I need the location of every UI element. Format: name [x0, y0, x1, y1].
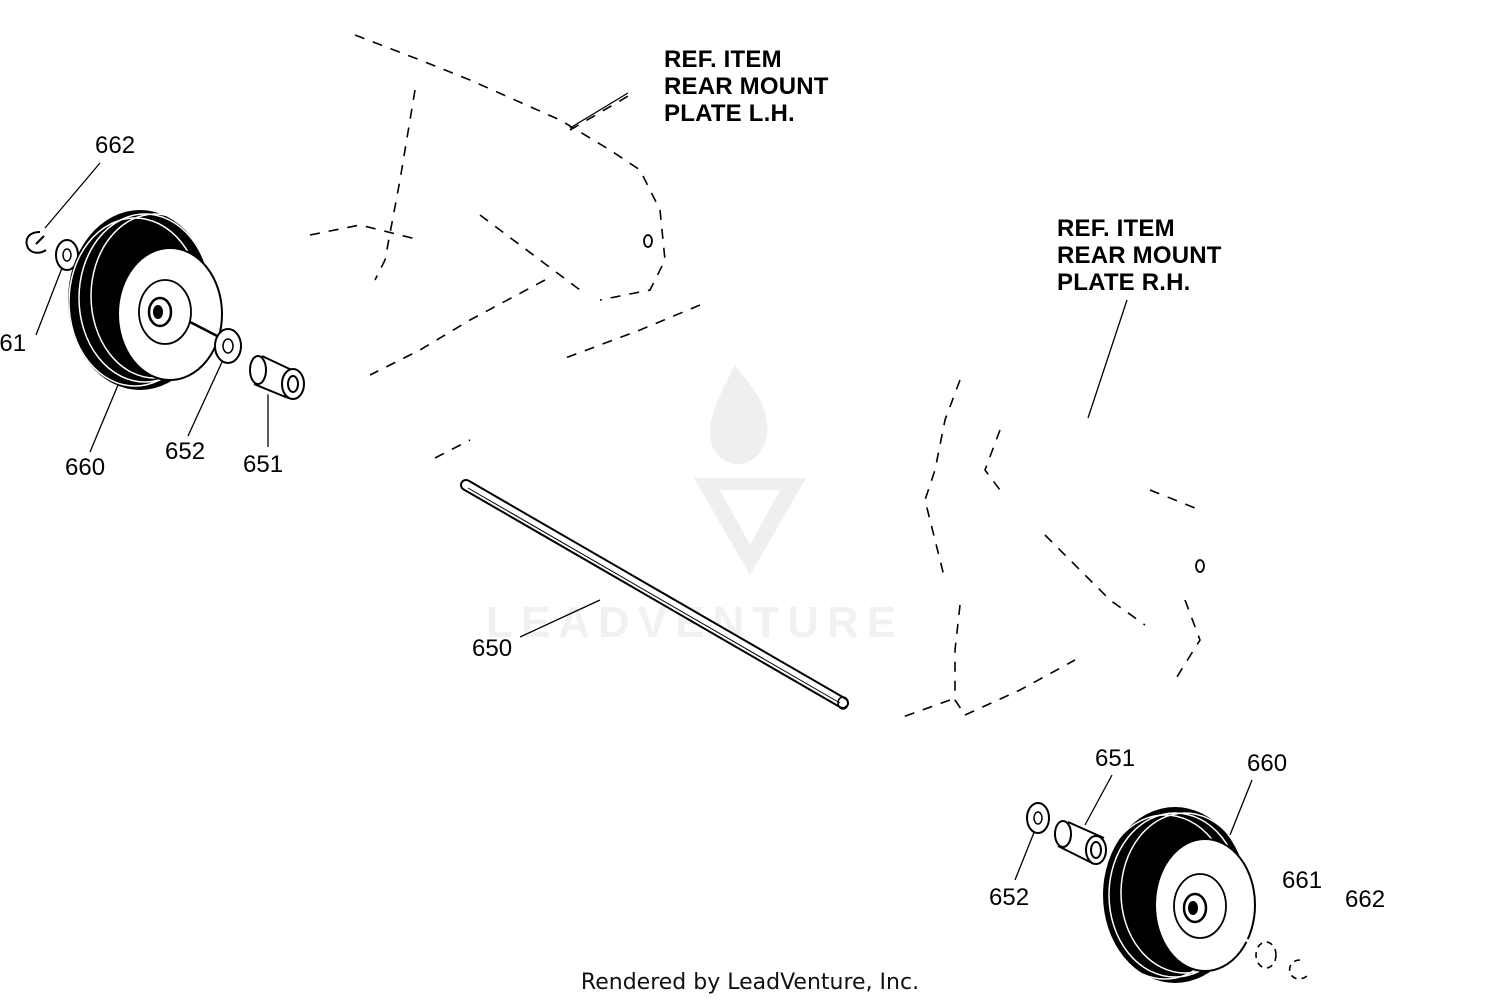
washer-661-right [1255, 941, 1277, 969]
ref-label-line: REF. ITEM [664, 46, 782, 73]
ref-label-rear-mount-plate-lh: REF. ITEM REAR MOUNT PLATE L.H. [664, 46, 829, 127]
callout-661-left[interactable]: 661 [0, 330, 27, 357]
ref-label-line: REAR MOUNT [664, 73, 829, 100]
wheel-660-left [68, 210, 226, 390]
spacer-651-right [1054, 820, 1107, 865]
rear-mount-plate-lh [309, 34, 701, 459]
wheel-660-right [1098, 807, 1256, 983]
callout-662-left[interactable]: 662 [95, 132, 136, 159]
callout-652-left[interactable]: 652 [165, 438, 206, 465]
callout-650-axle[interactable]: 650 [472, 635, 513, 662]
callout-662-right[interactable]: 662 [1345, 886, 1386, 913]
retaining-ring-662-right [1288, 959, 1310, 980]
callout-652-right[interactable]: 652 [989, 884, 1030, 911]
washer-661-left [55, 239, 79, 271]
washer-652-right [1026, 802, 1050, 834]
ref-label-line: PLATE R.H. [1057, 269, 1191, 296]
ref-label-line: PLATE L.H. [664, 100, 795, 127]
callout-651-left[interactable]: 651 [243, 451, 284, 478]
plate-rh-hole [1195, 559, 1205, 573]
plate-lh-hole [643, 234, 653, 248]
ref-label-rear-mount-plate-rh: REF. ITEM REAR MOUNT PLATE R.H. [1057, 215, 1222, 296]
spacer-651-left [249, 355, 305, 400]
callout-661-right[interactable]: 661 [1282, 867, 1323, 894]
callout-660-left[interactable]: 660 [65, 454, 106, 481]
callout-651-right[interactable]: 651 [1095, 745, 1136, 772]
leader-lines [35, 92, 1253, 881]
ref-label-line: REAR MOUNT [1057, 242, 1222, 269]
callout-660-right[interactable]: 660 [1247, 750, 1288, 777]
footer-credit: Rendered by LeadVenture, Inc. [580, 970, 920, 995]
ref-label-line: REF. ITEM [1057, 215, 1175, 242]
retaining-ring-662-left [25, 231, 47, 254]
washer-652-left [214, 328, 242, 364]
rear-mount-plate-rh [899, 379, 1201, 719]
axle-650 [460, 479, 849, 710]
watermark-text: LEADVENTURE [486, 598, 904, 648]
